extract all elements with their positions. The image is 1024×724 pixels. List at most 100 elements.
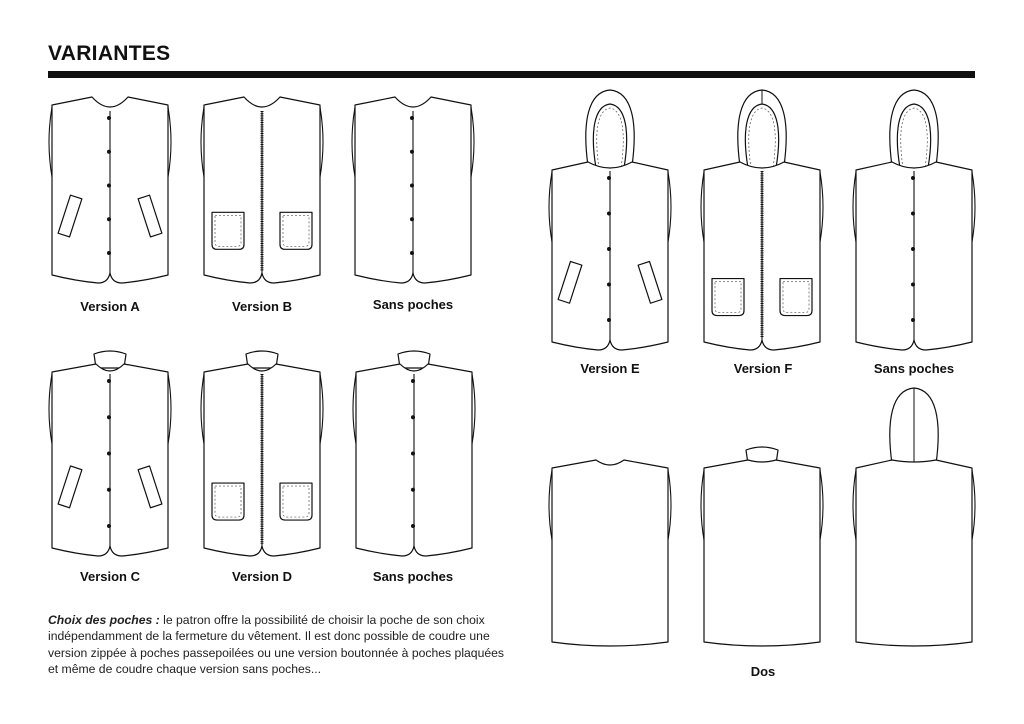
button xyxy=(411,415,415,420)
pocket-topstitch xyxy=(782,281,810,313)
vest-version-e xyxy=(548,89,672,351)
patch-pocket-left xyxy=(211,482,245,521)
armhole-edges xyxy=(48,106,172,178)
vest-version-f xyxy=(700,89,824,351)
button xyxy=(911,318,915,322)
hood-topstitch xyxy=(748,107,776,169)
button xyxy=(107,251,111,255)
vest-sans-poches-2 xyxy=(352,350,476,557)
vest-version-c xyxy=(48,350,172,557)
button xyxy=(410,149,414,154)
pocket-topstitch xyxy=(282,214,310,247)
pocket-topstitch xyxy=(214,214,242,247)
label-sans-poches-3: Sans poches xyxy=(873,361,955,376)
patch-pocket-right xyxy=(779,277,813,317)
vest-sans-poches-3 xyxy=(852,89,976,351)
button xyxy=(107,487,111,492)
pocket-topstitch xyxy=(714,281,742,313)
vest-sans-poches-1 xyxy=(351,96,475,284)
button xyxy=(410,217,414,222)
label-version-f: Version F xyxy=(733,361,793,376)
vest-body xyxy=(703,459,821,647)
label-version-b: Version B xyxy=(232,299,292,314)
button xyxy=(411,524,415,528)
hood-opening xyxy=(744,103,780,169)
button xyxy=(411,379,415,383)
label-sans-poches-2: Sans poches xyxy=(372,569,454,584)
pocket-topstitch xyxy=(214,485,242,518)
vest-back-hood xyxy=(852,387,976,647)
armhole-edges xyxy=(548,469,672,541)
patch-pocket-right xyxy=(279,482,313,521)
button xyxy=(410,251,414,255)
armhole-edges xyxy=(200,373,324,445)
button xyxy=(911,247,915,251)
welt-pocket-left xyxy=(557,260,583,304)
button xyxy=(411,451,415,456)
patch-pocket-left xyxy=(711,277,745,317)
armhole-edges xyxy=(548,171,672,243)
armhole-edges xyxy=(700,171,824,243)
button xyxy=(107,183,111,188)
button xyxy=(410,116,414,120)
hood-topstitch xyxy=(900,107,928,169)
note-lead: Choix des poches : xyxy=(48,613,160,627)
button xyxy=(107,524,111,528)
button xyxy=(911,176,915,180)
button xyxy=(911,211,915,216)
stand-collar xyxy=(93,350,127,369)
hood-opening xyxy=(896,103,932,169)
armhole-edges xyxy=(48,373,172,445)
button xyxy=(107,116,111,120)
armhole-edges xyxy=(852,469,976,541)
button xyxy=(107,451,111,456)
button xyxy=(411,487,415,492)
label-version-a: Version A xyxy=(80,299,140,314)
label-version-d: Version D xyxy=(232,569,292,584)
armhole-edges xyxy=(351,106,475,178)
stand-collar xyxy=(245,350,279,369)
button xyxy=(607,247,611,251)
armhole-edges xyxy=(352,373,476,445)
welt-pocket-right xyxy=(137,465,163,509)
vest-back-stand xyxy=(700,446,824,647)
patch-pocket-right xyxy=(279,211,313,250)
button xyxy=(107,217,111,222)
label-dos: Dos xyxy=(750,664,776,679)
button xyxy=(607,318,611,322)
button xyxy=(410,183,414,188)
armhole-edges xyxy=(852,171,976,243)
stand-collar xyxy=(745,446,779,465)
button xyxy=(607,176,611,180)
note-text: le patron offre la possibilité de choisi… xyxy=(48,613,505,676)
label-sans-poches-1: Sans poches xyxy=(372,297,454,312)
vest-version-b xyxy=(200,96,324,284)
welt-pocket-right xyxy=(137,194,163,238)
welt-pocket-left xyxy=(57,194,83,238)
label-version-e: Version E xyxy=(580,361,640,376)
pocket-topstitch xyxy=(282,485,310,518)
vest-version-a xyxy=(48,96,172,284)
armhole-edges xyxy=(700,469,824,541)
vest-body xyxy=(855,459,973,647)
pocket-choice-note: Choix des poches : le patron offre la po… xyxy=(48,612,508,677)
page-title: VARIANTES xyxy=(48,42,171,65)
button xyxy=(911,282,915,287)
button xyxy=(607,211,611,216)
vest-version-d xyxy=(200,350,324,557)
button xyxy=(107,415,111,420)
stand-collar xyxy=(397,350,431,369)
hood-opening xyxy=(592,103,628,169)
button xyxy=(107,149,111,154)
vest-back-plain xyxy=(548,459,672,647)
button xyxy=(607,282,611,287)
button xyxy=(107,379,111,383)
title-rule xyxy=(48,71,975,78)
hood-topstitch xyxy=(596,107,624,169)
label-version-c: Version C xyxy=(80,569,140,584)
welt-pocket-right xyxy=(637,260,663,304)
welt-pocket-left xyxy=(57,465,83,509)
vest-body xyxy=(551,459,669,647)
armhole-edges xyxy=(200,106,324,178)
